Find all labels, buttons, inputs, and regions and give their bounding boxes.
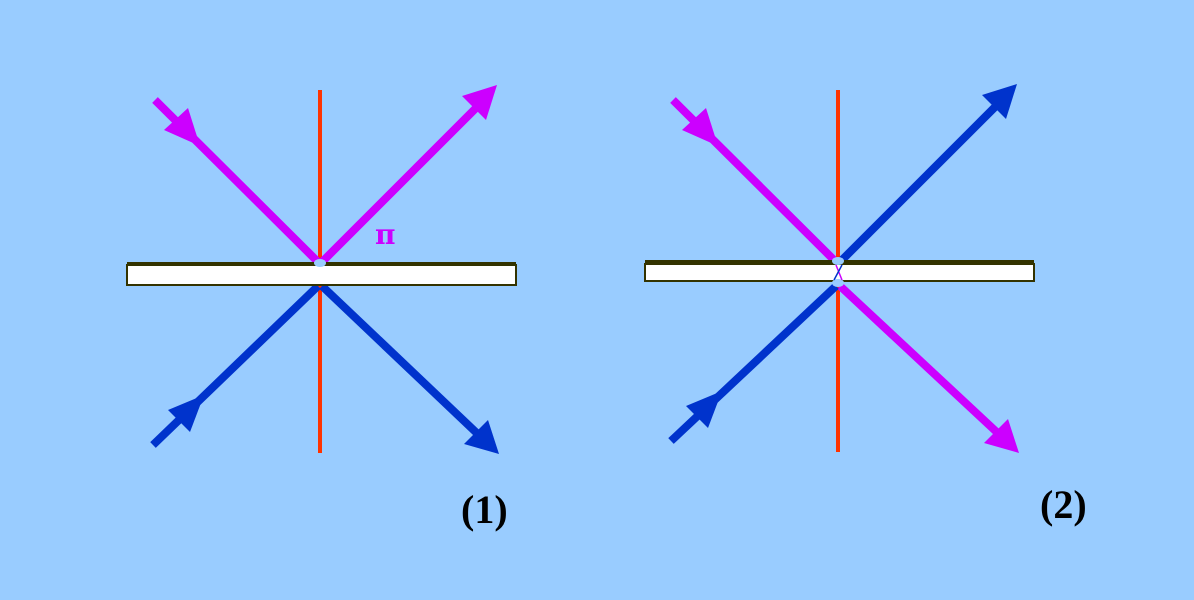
incident-blue-beam	[150, 283, 321, 448]
arrowhead-icon	[982, 84, 1017, 119]
phase-shift-label: π	[375, 218, 396, 251]
junction-dot	[314, 259, 326, 267]
beam-splitter-plate	[126, 264, 517, 286]
junction-dot	[832, 257, 844, 265]
transmitted-blue-beam	[319, 283, 485, 441]
internal-magenta-path	[835, 264, 843, 281]
arrowhead-icon	[462, 85, 497, 120]
incident-blue-beam	[668, 283, 839, 444]
arrowhead-icon	[164, 108, 200, 146]
panel-1-label: (1)	[461, 487, 508, 532]
internal-blue-path	[833, 264, 843, 281]
arrowhead-icon	[686, 391, 722, 428]
arrowhead-icon	[168, 395, 204, 432]
reflected-magenta-beam	[319, 101, 483, 265]
arrowhead-icon	[984, 419, 1019, 453]
transmitted-magenta-beam	[837, 283, 1005, 440]
panel-2-label: (2)	[1040, 482, 1087, 527]
junction-dot	[832, 279, 844, 287]
panel-2	[644, 84, 1035, 453]
reflected-blue-beam	[837, 99, 1003, 265]
arrowhead-icon	[682, 108, 718, 146]
arrowhead-icon	[464, 420, 499, 454]
panel-1	[126, 85, 517, 454]
